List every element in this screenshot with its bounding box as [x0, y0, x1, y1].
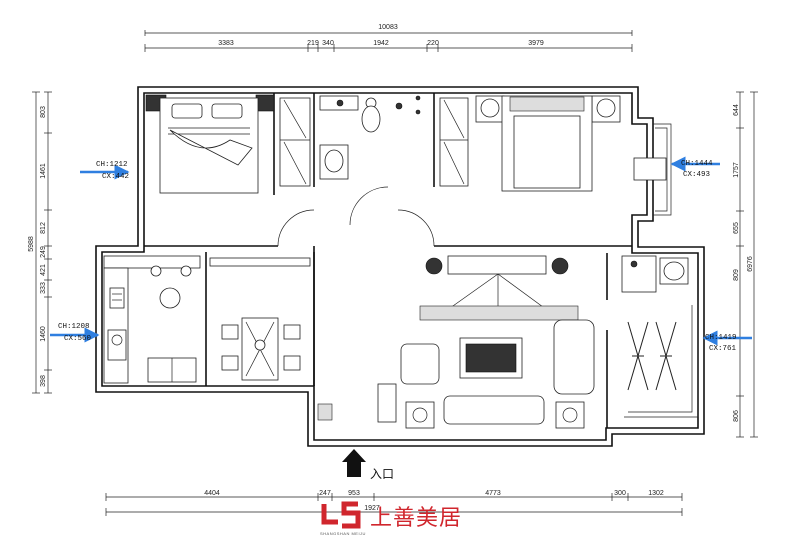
tag-ch-bedroom-left: CH:1212: [96, 161, 128, 169]
tag-cx-bedroom-left: CX:442: [102, 173, 129, 181]
dim-top-6: 3979: [528, 40, 544, 47]
tag-cx-kitchen-left: CX:560: [64, 335, 92, 343]
bottom-dimension-lines: 4404 247 953 4773 300 1302 1927: [105, 490, 683, 516]
window-tag-kitchen-left: CH:1208 CX:560: [50, 323, 100, 343]
entrance-label: 入口: [370, 467, 394, 481]
dim-bottom-4: 4773: [485, 490, 501, 497]
dim-right-total: 6976: [747, 256, 754, 272]
dim-left-6: 333: [40, 282, 47, 294]
dim-bottom-5: 300: [614, 490, 626, 497]
dim-left-7: 1460: [40, 326, 47, 342]
dim-left-4: 249: [40, 246, 47, 258]
dim-top-5: 220: [427, 40, 439, 47]
dim-top-3: 340: [322, 40, 334, 47]
dim-left-total: 5988: [28, 236, 35, 252]
tag-ch-balcony-right: CH:1419: [705, 334, 737, 342]
bedroom-left: [145, 94, 311, 194]
brand-sub: SHANGSHAN MEIJU: [320, 531, 366, 536]
dim-right-1: 644: [733, 104, 740, 116]
bathroom: [319, 95, 421, 180]
exterior-walls: [95, 86, 705, 447]
dim-left-5: 421: [40, 264, 47, 276]
tag-ch-bedroom-right: CH:1444: [681, 160, 713, 168]
dim-right-3: 655: [733, 222, 740, 234]
dim-left-8: 398: [40, 375, 47, 387]
dim-top-total: 10083: [378, 24, 398, 31]
dim-right-4: 809: [733, 269, 740, 281]
dining-room: [209, 257, 311, 381]
tag-cx-balcony-right: CX:761: [709, 345, 737, 353]
tag-ch-kitchen-left: CH:1208: [58, 323, 90, 331]
dim-right-5: 806: [733, 410, 740, 422]
brand-logo: 上善美居 SHANGSHAN MEIJU: [318, 498, 478, 538]
kitchen: [103, 255, 201, 384]
brand-mark-icon: [318, 498, 366, 532]
dim-left-3: 812: [40, 222, 47, 234]
living-room: [317, 255, 595, 429]
top-dimension-lines: 10083 3383 219 340 1942 220 3979: [144, 24, 633, 52]
dim-bottom-2: 247: [319, 490, 331, 497]
dim-left-2: 1461: [40, 163, 47, 179]
dim-bottom-total: 1927: [364, 505, 380, 512]
brand-name: 上善美居: [370, 506, 463, 531]
dim-right-2: 1757: [733, 162, 740, 178]
right-dimension-lines: 644 1757 655 809 806 6976: [733, 91, 758, 438]
dim-top-4: 1942: [373, 40, 389, 47]
window-tag-balcony-right: CH:1419 CX:761: [702, 330, 752, 353]
window-tag-bedroom-left: CH:1212 CX:442: [80, 161, 130, 181]
dim-left-1: 803: [40, 106, 47, 118]
dim-top-1: 3383: [218, 40, 234, 47]
dim-bottom-3: 953: [348, 490, 360, 497]
left-dimension-lines: 803 1461 812 249 421 333 1460 398 5988: [28, 91, 52, 394]
tag-cx-bedroom-right: CX:493: [683, 171, 711, 179]
dim-bottom-6: 1302: [648, 490, 664, 497]
laundry-balcony: [621, 255, 689, 391]
entrance-marker: 入口: [342, 449, 394, 481]
bedroom-right: [439, 95, 667, 192]
dim-top-2: 219: [307, 40, 319, 47]
dim-bottom-1: 4404: [204, 490, 220, 497]
window-tag-bedroom-right: CH:1444 CX:493: [670, 156, 720, 179]
